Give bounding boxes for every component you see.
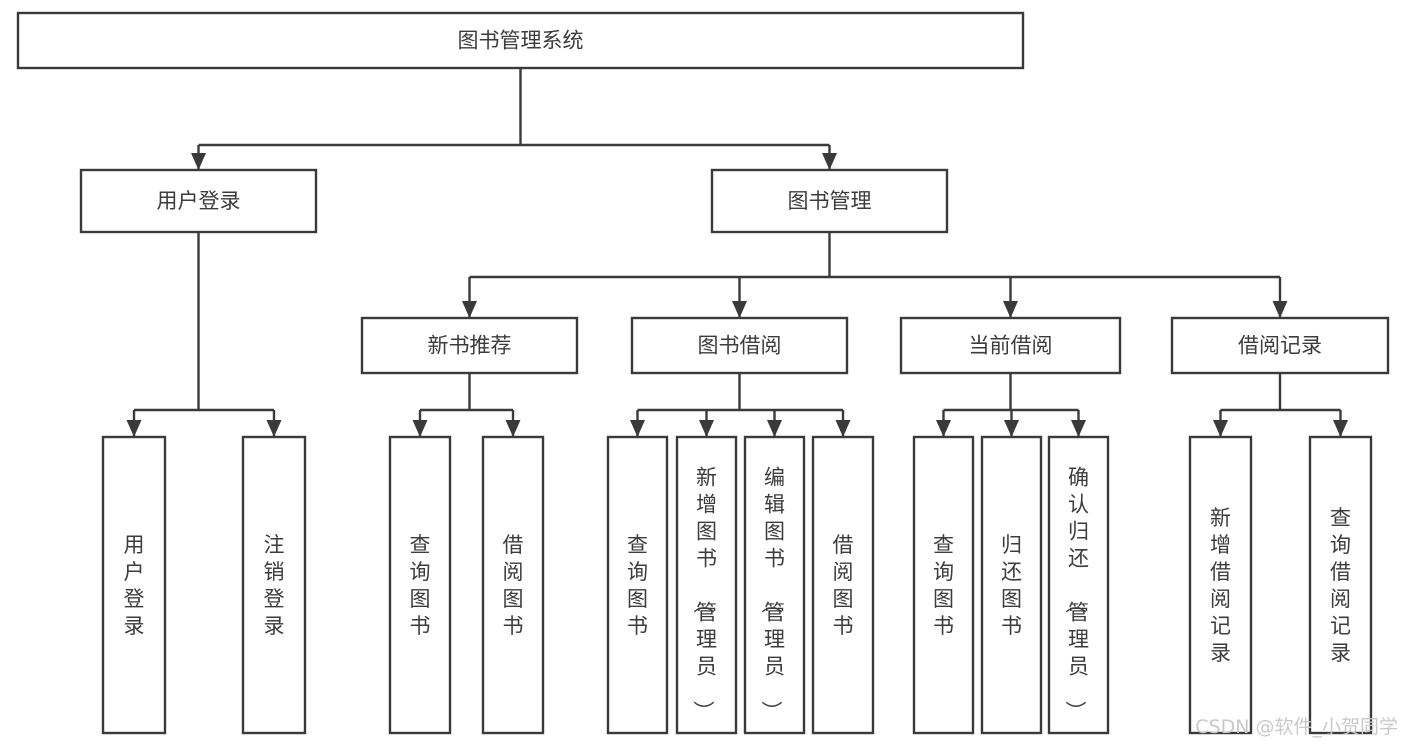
node-label: 归还图书: [1001, 533, 1022, 638]
node-label: 查询图书: [410, 533, 431, 638]
node-box[interactable]: [710, 168, 949, 234]
csdn-watermark: CSDN @软件_小贺同学: [1195, 716, 1398, 738]
node-box[interactable]: [79, 168, 318, 234]
boxes-layer: 图书管理系统用户登录图书管理新书推荐图书借阅当前借阅借阅记录用户登录注销登录查询…: [16, 11, 1390, 735]
arrow-down-icon: [767, 420, 782, 437]
arrow-down-icon: [1071, 420, 1086, 437]
arrow-down-icon: [835, 420, 851, 437]
node-label: 当前借阅: [969, 334, 1053, 358]
node-label: 注销登录: [264, 533, 285, 638]
node-box[interactable]: [101, 435, 167, 735]
node-l1-用户登录[interactable]: 用户登录: [79, 168, 318, 234]
node-label: 用户登录: [157, 189, 241, 213]
node-l2-当前借阅[interactable]: 当前借阅: [899, 316, 1122, 375]
arrow-down-icon: [936, 420, 951, 437]
node-leaf-查询图书[interactable]: 查询图书: [912, 435, 975, 735]
arrow-down-icon: [266, 420, 282, 437]
node-box[interactable]: [912, 435, 975, 735]
node-leaf-查询图书[interactable]: 查询图书: [388, 435, 452, 735]
node-box[interactable]: [1170, 316, 1390, 375]
node-label: 新增借阅记录: [1210, 506, 1231, 665]
node-l1-图书管理[interactable]: 图书管理: [710, 168, 949, 234]
node-label: 查询图书: [933, 533, 954, 638]
node-box[interactable]: [743, 435, 806, 735]
node-l2-图书借阅[interactable]: 图书借阅: [630, 316, 849, 375]
node-box[interactable]: [1047, 435, 1110, 735]
arrow-down-icon: [412, 420, 428, 437]
node-box[interactable]: [606, 435, 669, 735]
arrow-down-icon: [1003, 301, 1018, 318]
node-box[interactable]: [811, 435, 875, 735]
arrow-down-icon: [505, 420, 521, 437]
arrow-down-icon: [1213, 420, 1228, 437]
node-label: 图书借阅: [698, 334, 782, 358]
arrow-down-icon: [1272, 301, 1288, 318]
node-leaf-新增图书管理员[interactable]: 新增图书（管理员）: [675, 435, 738, 735]
node-label: 新书推荐: [428, 334, 512, 358]
node-label: 用户登录: [124, 533, 145, 638]
node-label: 查询借阅记录: [1330, 506, 1351, 665]
node-leaf-借阅图书[interactable]: 借阅图书: [811, 435, 875, 735]
arrow-down-icon: [732, 301, 747, 318]
node-leaf-注销登录[interactable]: 注销登录: [241, 435, 307, 735]
node-box[interactable]: [241, 435, 307, 735]
node-label: 借阅记录: [1238, 334, 1322, 358]
node-leaf-编辑图书管理员[interactable]: 编辑图书（管理员）: [743, 435, 806, 735]
node-box[interactable]: [388, 435, 452, 735]
arrow-down-icon: [630, 420, 645, 437]
node-root-图书管理系统[interactable]: 图书管理系统: [16, 11, 1025, 70]
node-leaf-查询借阅记录[interactable]: 查询借阅记录: [1308, 435, 1373, 735]
arrow-down-icon: [462, 301, 477, 318]
node-label: 图书管理: [788, 189, 872, 213]
node-leaf-确认归还管理员[interactable]: 确认归还（管理员）: [1047, 435, 1110, 735]
node-box[interactable]: [980, 435, 1043, 735]
node-label: 借阅图书: [503, 533, 524, 638]
node-box[interactable]: [899, 316, 1122, 375]
node-box[interactable]: [630, 316, 849, 375]
node-label: 查询图书: [627, 533, 648, 638]
node-label: 确认归还（管理员）: [1063, 466, 1089, 722]
node-label: 借阅图书: [833, 533, 854, 638]
node-leaf-归还图书[interactable]: 归还图书: [980, 435, 1043, 735]
node-box[interactable]: [360, 316, 579, 375]
node-label: 编辑图书（管理员）: [759, 466, 785, 722]
arrow-down-icon: [1333, 420, 1348, 437]
node-l2-新书推荐[interactable]: 新书推荐: [360, 316, 579, 375]
node-l2-借阅记录[interactable]: 借阅记录: [1170, 316, 1390, 375]
connectors-layer: [126, 68, 1348, 437]
node-box[interactable]: [1188, 435, 1253, 735]
arrow-down-icon: [699, 420, 714, 437]
node-box[interactable]: [481, 435, 545, 735]
node-box[interactable]: [1308, 435, 1373, 735]
node-leaf-查询图书[interactable]: 查询图书: [606, 435, 669, 735]
node-label: 新增图书（管理员）: [691, 466, 717, 722]
node-leaf-借阅图书[interactable]: 借阅图书: [481, 435, 545, 735]
node-box[interactable]: [16, 11, 1025, 70]
arrow-down-icon: [822, 153, 837, 170]
arrow-down-icon: [191, 153, 206, 170]
node-box[interactable]: [675, 435, 738, 735]
node-label: 图书管理系统: [458, 29, 584, 53]
arrow-down-icon: [126, 420, 142, 437]
node-leaf-新增借阅记录[interactable]: 新增借阅记录: [1188, 435, 1253, 735]
node-leaf-用户登录[interactable]: 用户登录: [101, 435, 167, 735]
arrow-down-icon: [1004, 420, 1019, 437]
